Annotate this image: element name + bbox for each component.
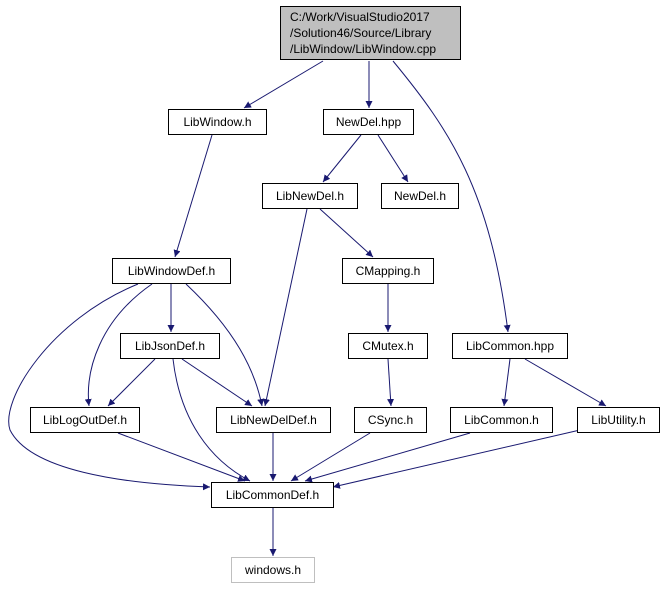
node-libnewdel-h[interactable]: LibNewDel.h [262,183,358,209]
edge-libcommon-hpp-to-libutility [524,358,607,407]
node-liblogoutdef-h[interactable]: LibLogOutDef.h [30,407,140,433]
edge-libjsondef-to-liblogout [107,358,156,407]
edge-liblogout-to-libcommondef [117,432,246,482]
node-libutility-h[interactable]: LibUtility.h [577,407,660,433]
node-windows-h: windows.h [231,557,315,583]
node-cmapping-h[interactable]: CMapping.h [342,258,434,284]
node-libwindow-h[interactable]: LibWindow.h [168,109,267,135]
edge-libcommon-h-to-libcommondef [304,432,471,483]
edge-libnewdel-h-to-libnewdeldef [263,208,308,407]
edge-csync-to-libcommondef [290,432,371,482]
edge-libnewdel-h-to-cmapping-h [319,208,374,258]
node-cmutex-h[interactable]: CMutex.h [348,333,428,359]
edge-libwindowdef-to-libcommondef [8,283,211,491]
edge-libjsondef-to-libcommondef [172,358,251,482]
root-path-line-2: /Solution46/Source/Library [290,26,432,40]
node-libnewdeldef-h[interactable]: LibNewDelDef.h [216,407,331,433]
root-path-line-3: /LibWindow/LibWindow.cpp [290,42,437,56]
root-path-line-1: C:/Work/VisualStudio2017 [290,10,430,24]
edge-libwindow-h-to-libwindowdef [173,134,213,258]
node-libjsondef-h[interactable]: LibJsonDef.h [120,333,220,359]
edge-libjsondef-to-libnewdeldef [181,358,253,407]
node-libcommondef-h[interactable]: LibCommonDef.h [211,482,334,508]
edge-root-to-libwindow-h [243,60,324,109]
edge-libcommon-hpp-to-libcommon-h [501,358,511,407]
edge-cmutex-to-csync [387,358,395,407]
edge-libwindowdef-to-liblogout [84,283,153,407]
edge-root-to-libcommon-hpp [392,60,511,333]
edge-newdel-hpp-to-newdel-h [377,134,409,183]
node-newdel-hpp[interactable]: NewDel.hpp [323,109,414,135]
node-libcommon-hpp[interactable]: LibCommon.hpp [452,333,568,359]
edge-libutility-to-libcommondef [332,429,581,489]
edge-libwindowdef-to-libnewdeldef [185,283,265,407]
node-csync-h[interactable]: CSync.h [354,407,427,433]
node-libcommon-h[interactable]: LibCommon.h [450,407,553,433]
node-root-libwindow-cpp: C:/Work/VisualStudio2017 /Solution46/Sou… [280,6,461,60]
node-newdel-h[interactable]: NewDel.h [381,183,459,209]
edge-newdel-hpp-to-libnewdel-h [322,134,362,183]
node-libwindowdef-h[interactable]: LibWindowDef.h [112,258,231,284]
